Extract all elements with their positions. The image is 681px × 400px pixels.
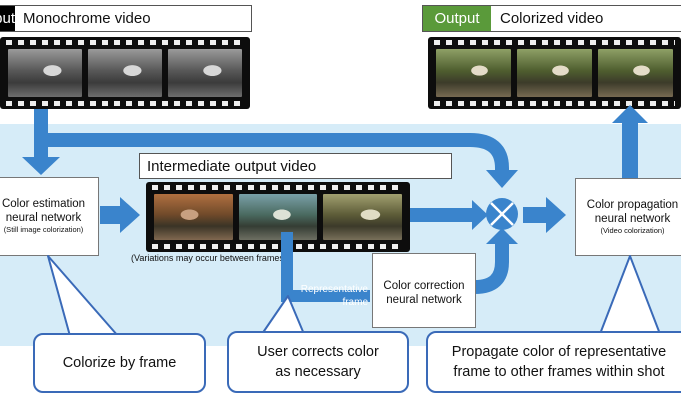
arrow-int-to-mult-head [472,200,488,230]
intermediate-frame [323,194,403,240]
output-label: Colorized video [500,10,604,27]
arrow-est-to-int-head [120,197,140,233]
variation-note: (Variations may occur between frames) [131,253,287,263]
arrow-corr-to-mult-head [486,228,518,244]
input-frame [88,49,162,97]
arrow-prop-up-head [612,105,648,123]
input-frame [8,49,82,97]
intermediate-filmstrip [146,182,410,252]
arrow-bypass [41,133,509,172]
arrow-corr-to-mult [474,240,509,294]
output-frame [598,49,673,97]
input-label: Monochrome video [23,10,151,27]
intermediate-frame [154,194,233,240]
arrow-mult-to-prop-head [546,197,566,233]
input-tag: Input [0,6,15,31]
color-propagation-box: Color propagation neural network (Video … [575,178,681,256]
output-tag: Output [423,6,491,31]
intermediate-label-box: Intermediate output video [139,153,452,179]
output-frame [517,49,592,97]
intermediate-label: Intermediate output video [147,157,317,175]
input-frame [168,49,242,97]
representative-frame-label: Representative frame [300,284,368,308]
callout-propagate: Propagate color of representative frame … [426,331,681,393]
arrow-input-down-head [22,157,60,175]
arrow-mult-to-prop [523,207,549,223]
input-filmstrip [0,37,250,109]
callout-user-corrects: User corrects color as necessary [227,331,409,393]
arrow-est-to-int [100,206,122,224]
output-frame [436,49,511,97]
output-filmstrip [428,37,681,109]
color-estimation-box: Color estimation neural network (Still i… [0,177,99,256]
arrow-bypass-head [486,170,518,188]
input-label-box: Input Monochrome video [0,5,252,32]
color-correction-box: Color correction neural network [372,253,476,328]
arrow-int-to-mult [410,208,476,222]
callout-colorize-by-frame: Colorize by frame [33,333,206,393]
intermediate-frame [238,194,318,240]
arrow-prop-up [622,120,638,178]
output-label-box: Output Colorized video [422,5,681,32]
